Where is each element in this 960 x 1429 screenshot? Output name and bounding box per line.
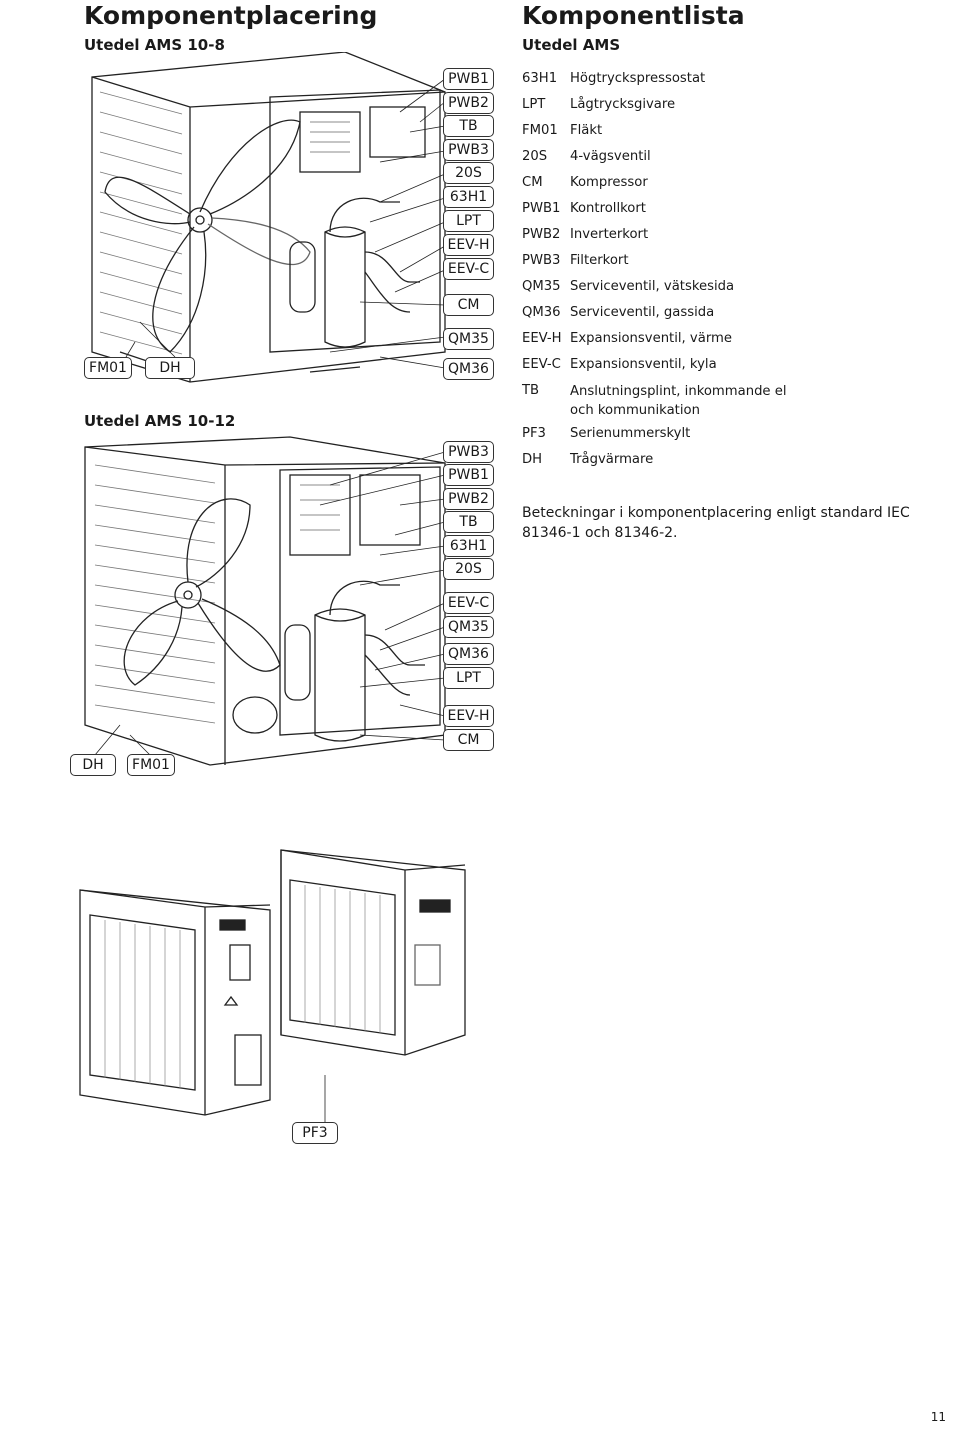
callout-label: EEV-C — [443, 258, 494, 280]
callout-label: PWB2 — [443, 92, 494, 114]
callout-label: FM01 — [84, 357, 132, 379]
callout-label: PWB1 — [443, 464, 494, 486]
list-item: QM36 Serviceventil, gassida — [522, 300, 942, 326]
callout-label: EEV-C — [443, 592, 494, 614]
callout-label: QM36 — [443, 643, 494, 665]
callout-label: PWB3 — [443, 139, 494, 161]
callout-label: DH — [70, 754, 116, 776]
component-code: QM35 — [522, 279, 561, 294]
list-item: TB Anslutningsplint, inkommande el och ko… — [522, 378, 942, 421]
component-code: LPT — [522, 97, 546, 112]
list-item: EEV-C Expansionsventil, kyla — [522, 352, 942, 378]
page-number: 11 — [930, 1410, 946, 1424]
list-item: 20S 4-vägsventil — [522, 144, 942, 170]
callout-label: 63H1 — [443, 186, 494, 208]
callout-label: DH — [145, 357, 195, 379]
list-item: 63H1 Högtryckspressostat — [522, 66, 942, 92]
standards-note: Beteckningar i komponentplacering enligt… — [522, 505, 910, 541]
callout-label: LPT — [443, 210, 494, 232]
component-desc: Kompressor — [570, 175, 648, 190]
list-item: DH Trågvärmare — [522, 447, 942, 473]
callout-label: TB — [443, 115, 494, 137]
list-item: PWB2 Inverterkort — [522, 222, 942, 248]
component-code: PF3 — [522, 426, 546, 441]
callout-label: 20S — [443, 162, 494, 184]
list-item: QM35 Serviceventil, vätskesida — [522, 274, 942, 300]
list-item: FM01 Fläkt — [522, 118, 942, 144]
callout-label: QM35 — [443, 328, 494, 350]
callout-label: TB — [443, 511, 494, 533]
unit1-title: Utedel AMS 10-8 — [84, 36, 225, 54]
callout-label: 63H1 — [443, 535, 494, 557]
component-desc: Expansionsventil, värme — [570, 331, 732, 346]
component-desc: Högtryckspressostat — [570, 71, 706, 86]
unit1-drawing — [91, 52, 446, 383]
list-item: PF3 Serienummerskylt — [522, 421, 942, 447]
component-code: EEV-C — [522, 357, 561, 372]
component-code: QM36 — [522, 305, 561, 320]
component-desc: Fläkt — [570, 123, 603, 138]
callout-label: QM35 — [443, 616, 494, 638]
component-desc: Lågtrycksgivare — [570, 97, 676, 112]
list-item: EEV-H Expansionsventil, värme — [522, 326, 942, 352]
component-list-title: Komponentlista — [522, 1, 745, 30]
component-desc: 4-vägsventil — [570, 149, 651, 164]
component-desc: Trågvärmare — [570, 452, 654, 467]
component-desc: Serviceventil, vätskesida — [570, 279, 735, 294]
component-code: FM01 — [522, 123, 558, 138]
callout-label: QM36 — [443, 358, 494, 380]
callout-label: 20S — [443, 558, 494, 580]
component-desc: Expansionsventil, kyla — [570, 357, 717, 372]
component-desc: Anslutningsplint, inkommande el och komm… — [570, 384, 787, 418]
component-desc: Kontrollkort — [570, 201, 646, 216]
callout-label: CM — [443, 294, 494, 316]
callout-label: EEV-H — [443, 705, 494, 727]
list-item: LPT Lågtrycksgivare — [522, 92, 942, 118]
component-code: PWB2 — [522, 227, 561, 242]
callout-label: PF3 — [292, 1122, 338, 1144]
component-code: 63H1 — [522, 71, 558, 86]
component-desc: Filterkort — [570, 253, 629, 268]
component-code: PWB1 — [522, 201, 561, 216]
callout-label: PWB1 — [443, 68, 494, 90]
component-desc: Serviceventil, gassida — [570, 305, 715, 320]
component-code: EEV-H — [522, 331, 562, 346]
list-item: CM Kompressor — [522, 170, 942, 196]
component-code: CM — [522, 175, 543, 190]
callout-label: EEV-H — [443, 234, 494, 256]
component-list-subtitle: Utedel AMS — [522, 36, 621, 54]
unit2-drawing — [84, 436, 446, 766]
component-code: DH — [522, 452, 543, 467]
callout-label: PWB3 — [443, 441, 494, 463]
callout-label: FM01 — [127, 754, 175, 776]
callout-label: CM — [443, 729, 494, 751]
component-code: PWB3 — [522, 253, 561, 268]
exterior-views-drawing — [79, 849, 466, 1130]
page-title: Komponentplacering — [84, 1, 378, 30]
unit2-title: Utedel AMS 10-12 — [84, 412, 236, 430]
component-desc: Inverterkort — [570, 227, 649, 242]
list-item: PWB1 Kontrollkort — [522, 196, 942, 222]
list-item: PWB3 Filterkort — [522, 248, 942, 274]
component-code: TB — [522, 383, 540, 398]
callout-label: LPT — [443, 667, 494, 689]
component-code: 20S — [522, 149, 548, 164]
component-list: 63H1 Högtryckspressostat LPT Lågtrycksgiva… — [522, 66, 942, 473]
callout-label: PWB2 — [443, 488, 494, 510]
component-desc: Serienummerskylt — [570, 426, 691, 441]
